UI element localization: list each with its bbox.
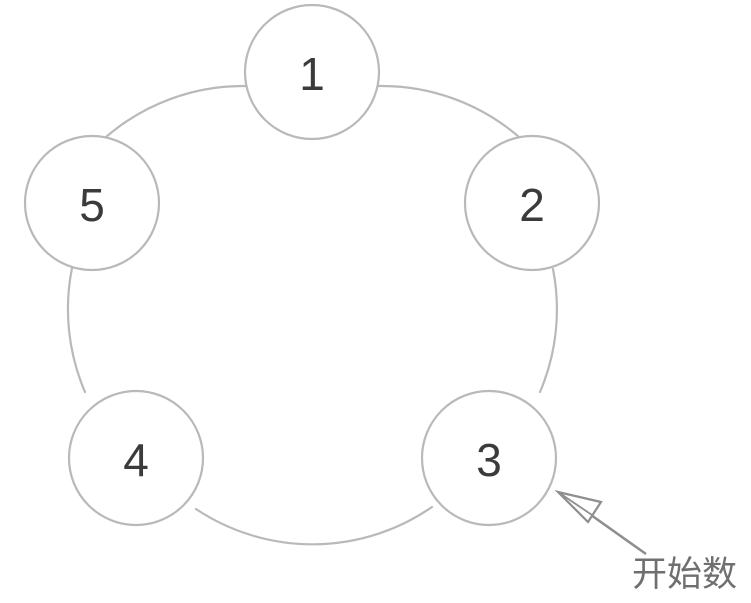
node-2[interactable]: 2 [463, 134, 601, 272]
arc-node4-to-node5 [66, 266, 87, 394]
node-2-circle[interactable] [463, 134, 601, 272]
node-3[interactable]: 3 [420, 389, 558, 527]
arc-node2-to-node3 [538, 267, 558, 394]
start-annotation-label: 开始数 [632, 555, 738, 595]
node-5-circle[interactable] [23, 134, 161, 272]
ring-arcs-group [66, 84, 558, 546]
node-4-label: 4 [123, 434, 149, 486]
start-pointer-arrow-icon [554, 490, 647, 556]
node-4-circle[interactable] [67, 389, 205, 527]
node-1-label: 1 [299, 48, 325, 100]
node-4[interactable]: 4 [67, 389, 205, 527]
pointer-arrowhead-crease [557, 491, 593, 516]
pointer-shaft [590, 513, 647, 556]
node-5[interactable]: 5 [23, 134, 161, 272]
node-3-circle[interactable] [420, 389, 558, 527]
node-1-circle[interactable] [243, 3, 381, 141]
node-2-label: 2 [519, 179, 545, 231]
arc-node5-to-node1 [104, 84, 248, 139]
node-1[interactable]: 1 [243, 3, 381, 141]
node-5-label: 5 [79, 179, 105, 231]
arc-node1-to-node2 [377, 84, 521, 139]
arc-node3-to-node4 [194, 505, 434, 546]
node-3-label: 3 [476, 434, 502, 486]
